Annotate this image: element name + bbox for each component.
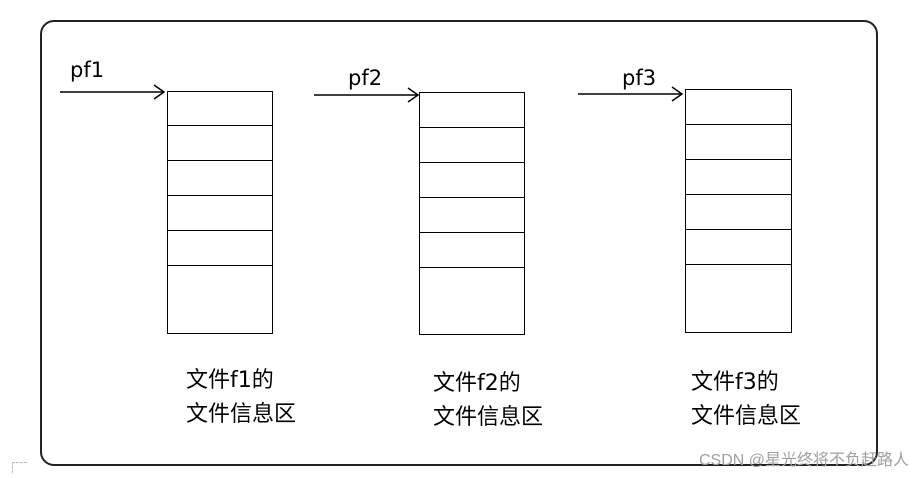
file-slot bbox=[686, 125, 791, 160]
caption-line-2: 文件信息区 bbox=[433, 405, 544, 430]
caption-line-2: 文件信息区 bbox=[186, 402, 297, 427]
pointer-label-pf2: pf2 bbox=[348, 66, 383, 90]
file-slot bbox=[686, 160, 791, 195]
corner-mark bbox=[12, 462, 27, 473]
file-slot bbox=[168, 92, 272, 126]
file-slot bbox=[420, 163, 524, 198]
diagram-frame bbox=[40, 20, 878, 466]
pointer-arrow-pf1 bbox=[60, 84, 166, 100]
pointer-label-pf3: pf3 bbox=[622, 66, 657, 90]
file-slot bbox=[420, 93, 524, 128]
pointer-arrow-pf3 bbox=[578, 86, 684, 102]
pointer-arrow-pf2 bbox=[314, 87, 420, 103]
caption-f2: 文件f2的 文件信息区 bbox=[433, 367, 543, 435]
caption-line-1: 文件f2的 bbox=[433, 371, 521, 396]
watermark: CSDN @星光终将不负赶路人 bbox=[698, 452, 909, 469]
file-slot bbox=[420, 233, 524, 268]
file-slot bbox=[168, 196, 272, 231]
caption-line-1: 文件f3的 bbox=[691, 370, 779, 395]
file-slot bbox=[168, 126, 272, 161]
caption-f1: 文件f1的 文件信息区 bbox=[186, 364, 296, 432]
caption-line-2: 文件信息区 bbox=[691, 404, 802, 429]
file-info-area-f3 bbox=[685, 89, 792, 333]
file-slot bbox=[420, 128, 524, 163]
file-info-area-f2 bbox=[419, 92, 525, 335]
file-slot bbox=[686, 265, 791, 331]
file-slot bbox=[420, 268, 524, 333]
file-slot bbox=[168, 231, 272, 266]
file-slot bbox=[686, 230, 791, 265]
caption-line-1: 文件f1的 bbox=[186, 368, 274, 393]
file-slot bbox=[420, 198, 524, 233]
pointer-label-pf1: pf1 bbox=[70, 58, 105, 82]
file-slot bbox=[686, 195, 791, 230]
file-slot bbox=[686, 90, 791, 125]
file-info-area-f1 bbox=[167, 91, 273, 334]
file-slot bbox=[168, 266, 272, 332]
file-slot bbox=[168, 161, 272, 196]
caption-f3: 文件f3的 文件信息区 bbox=[691, 366, 801, 434]
